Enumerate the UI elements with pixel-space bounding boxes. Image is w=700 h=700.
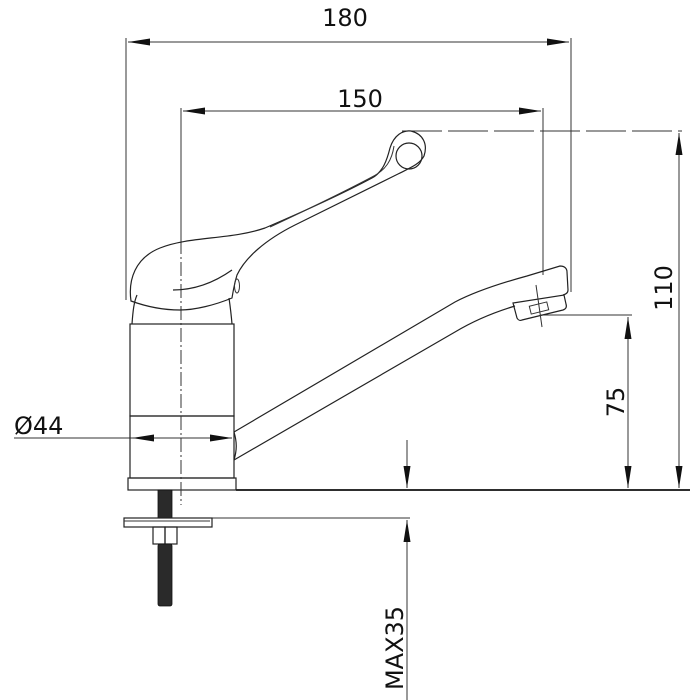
dimension-label-180: 180 <box>322 4 368 32</box>
tap-body <box>127 294 237 491</box>
spout-upper-edge <box>233 265 569 433</box>
dimension-label-150: 150 <box>337 85 383 113</box>
arrow-right-icon <box>519 107 541 115</box>
lever-edge-highlight <box>269 145 395 228</box>
dimension-overall-width: 180 <box>125 4 572 300</box>
dimension-body-diameter: Ø44 <box>14 412 232 442</box>
arrow-down-icon <box>675 466 683 488</box>
dimension-label-110: 110 <box>650 265 678 311</box>
arrow-up-icon <box>675 133 683 155</box>
lever-ring-hole <box>395 142 423 170</box>
dimension-max-counter-thickness: MAX35 <box>212 440 411 700</box>
lever-inner-curve <box>172 269 233 291</box>
spout-lower-edge <box>233 305 516 461</box>
lever-outline <box>129 130 426 311</box>
dimension-label-max35: MAX35 <box>381 606 409 690</box>
spout <box>233 265 569 461</box>
threaded-rod-upper <box>157 489 173 519</box>
body-upper <box>129 323 235 417</box>
mounting-hardware <box>123 489 213 607</box>
lever-screw <box>234 278 240 294</box>
nut-right <box>164 526 178 545</box>
aerator-centerline <box>535 284 543 328</box>
arrow-up-icon <box>403 520 411 542</box>
dimension-spout-height: 75 <box>540 314 632 488</box>
arrow-right-icon <box>547 38 569 46</box>
aerator <box>512 294 567 321</box>
threaded-rod-lower <box>157 543 173 607</box>
arrow-down-icon <box>403 466 411 488</box>
dimension-label-diameter: Ø44 <box>14 412 63 440</box>
dimension-overall-height: 110 <box>402 130 683 488</box>
spout-joint <box>233 431 237 461</box>
arrow-left-icon <box>183 107 205 115</box>
body-base <box>127 477 237 491</box>
arrow-left-icon <box>128 38 150 46</box>
nut-left <box>152 526 166 545</box>
mounting-plate <box>123 517 213 528</box>
dimension-label-75: 75 <box>602 387 630 418</box>
arrow-up-icon <box>624 317 632 339</box>
neck-right <box>228 297 233 325</box>
dimension-spout-reach: 150 <box>180 85 544 275</box>
arrow-left-icon <box>132 434 154 442</box>
neck-left <box>131 294 138 325</box>
arrow-right-icon <box>210 434 232 442</box>
arrow-down-icon <box>624 466 632 488</box>
body-lower <box>129 415 235 479</box>
lever-handle <box>129 130 426 311</box>
